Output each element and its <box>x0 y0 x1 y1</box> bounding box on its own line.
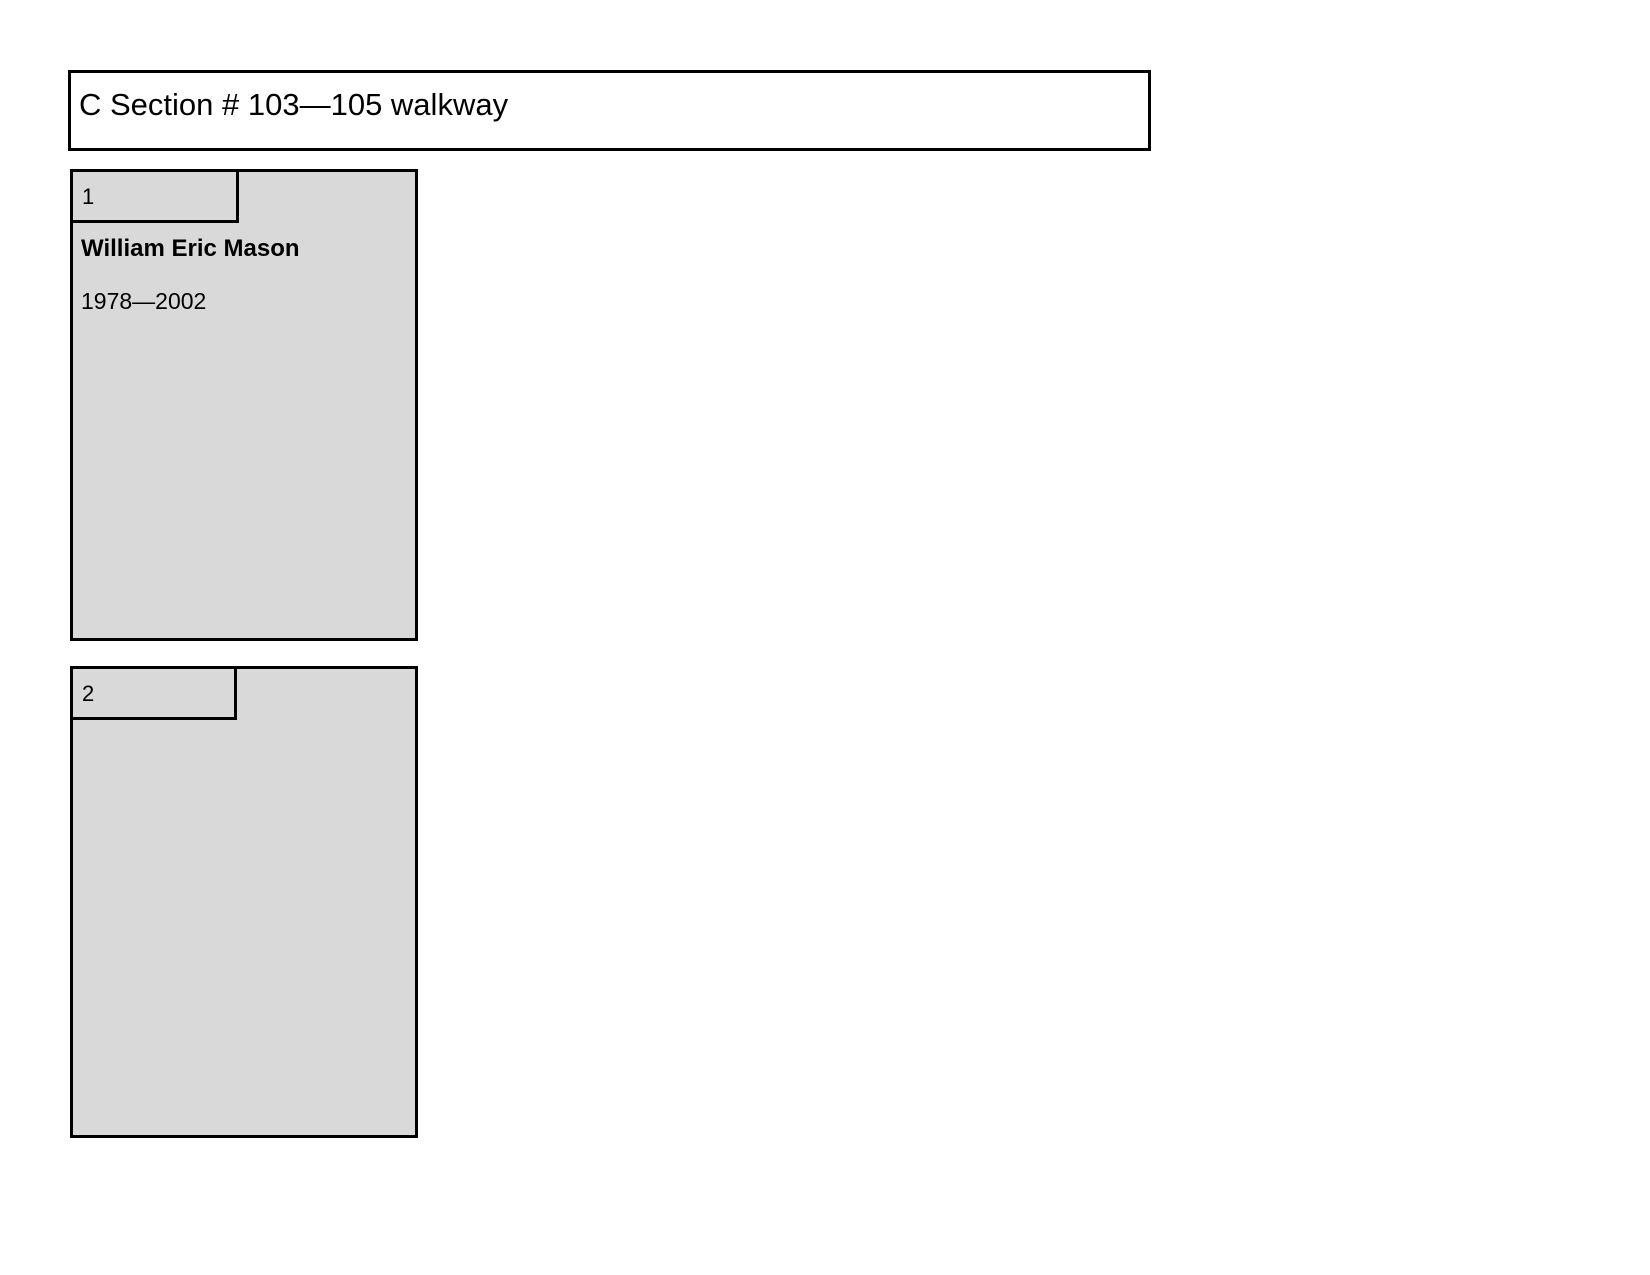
plot-number: 2 <box>82 681 95 706</box>
plot-card-2: 2 <box>70 666 418 1138</box>
plot-card-1: 1 William Eric Mason 1978—2002 <box>70 169 418 641</box>
plot-number: 1 <box>82 184 95 209</box>
person-name: William Eric Mason <box>81 235 300 262</box>
life-years: 1978—2002 <box>81 288 207 314</box>
section-header: C Section # 103—105 walkway <box>68 70 1151 151</box>
plot-number-tab: 2 <box>73 669 237 720</box>
section-title: C Section # 103—105 walkway <box>79 87 509 122</box>
plot-number-tab: 1 <box>73 172 239 223</box>
